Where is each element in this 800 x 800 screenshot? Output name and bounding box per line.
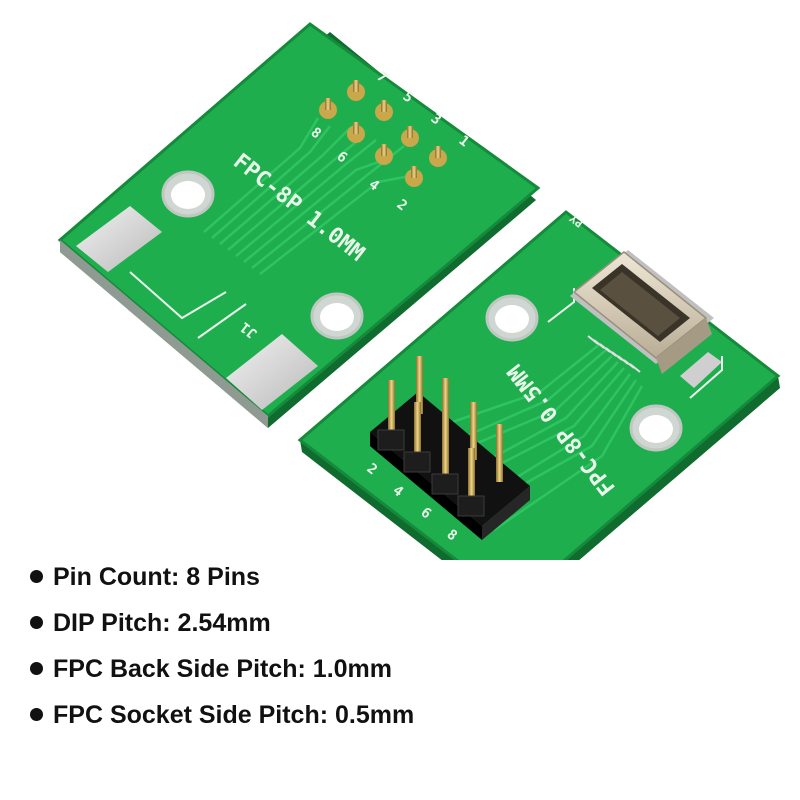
spec-dip-pitch: DIP Pitch: 2.54mm xyxy=(30,608,414,638)
header-pin xyxy=(468,448,475,508)
header-pin xyxy=(416,356,423,414)
fpc-socket-connector xyxy=(570,250,722,388)
bullet-icon xyxy=(30,616,43,629)
bullet-icon xyxy=(30,708,43,721)
board-edge xyxy=(60,240,268,428)
pcb-socket-side: FPC-8P 0.5MM PY 2 4 6 8 xyxy=(297,210,781,560)
header-pin xyxy=(414,402,421,462)
bullet-icon xyxy=(30,570,43,583)
spec-list: Pin Count: 8 Pins DIP Pitch: 2.54mm FPC … xyxy=(30,562,414,746)
solder-pad xyxy=(226,334,318,410)
spec-fpc-back-pitch: FPC Back Side Pitch: 1.0mm xyxy=(30,654,414,684)
product-photo: FPC-8P 1.0MM J1 7 5 3 1 8 6 4 2 xyxy=(57,22,781,560)
bullet-icon xyxy=(30,662,43,675)
pcb-traces xyxy=(203,117,411,275)
header-pin xyxy=(442,378,449,436)
header-pin xyxy=(388,380,395,440)
pcb-back-side: FPC-8P 1.0MM J1 7 5 3 1 8 6 4 2 xyxy=(57,22,541,428)
spec-fpc-socket-pitch: FPC Socket Side Pitch: 0.5mm xyxy=(30,700,414,730)
header-pin xyxy=(470,402,477,460)
pin-header-2x4 xyxy=(370,356,530,540)
solder-pad xyxy=(76,206,162,272)
spec-pin-count: Pin Count: 8 Pins xyxy=(30,562,414,592)
pin-header-back xyxy=(319,80,447,187)
header-pin xyxy=(442,426,449,486)
header-pin xyxy=(496,424,503,482)
